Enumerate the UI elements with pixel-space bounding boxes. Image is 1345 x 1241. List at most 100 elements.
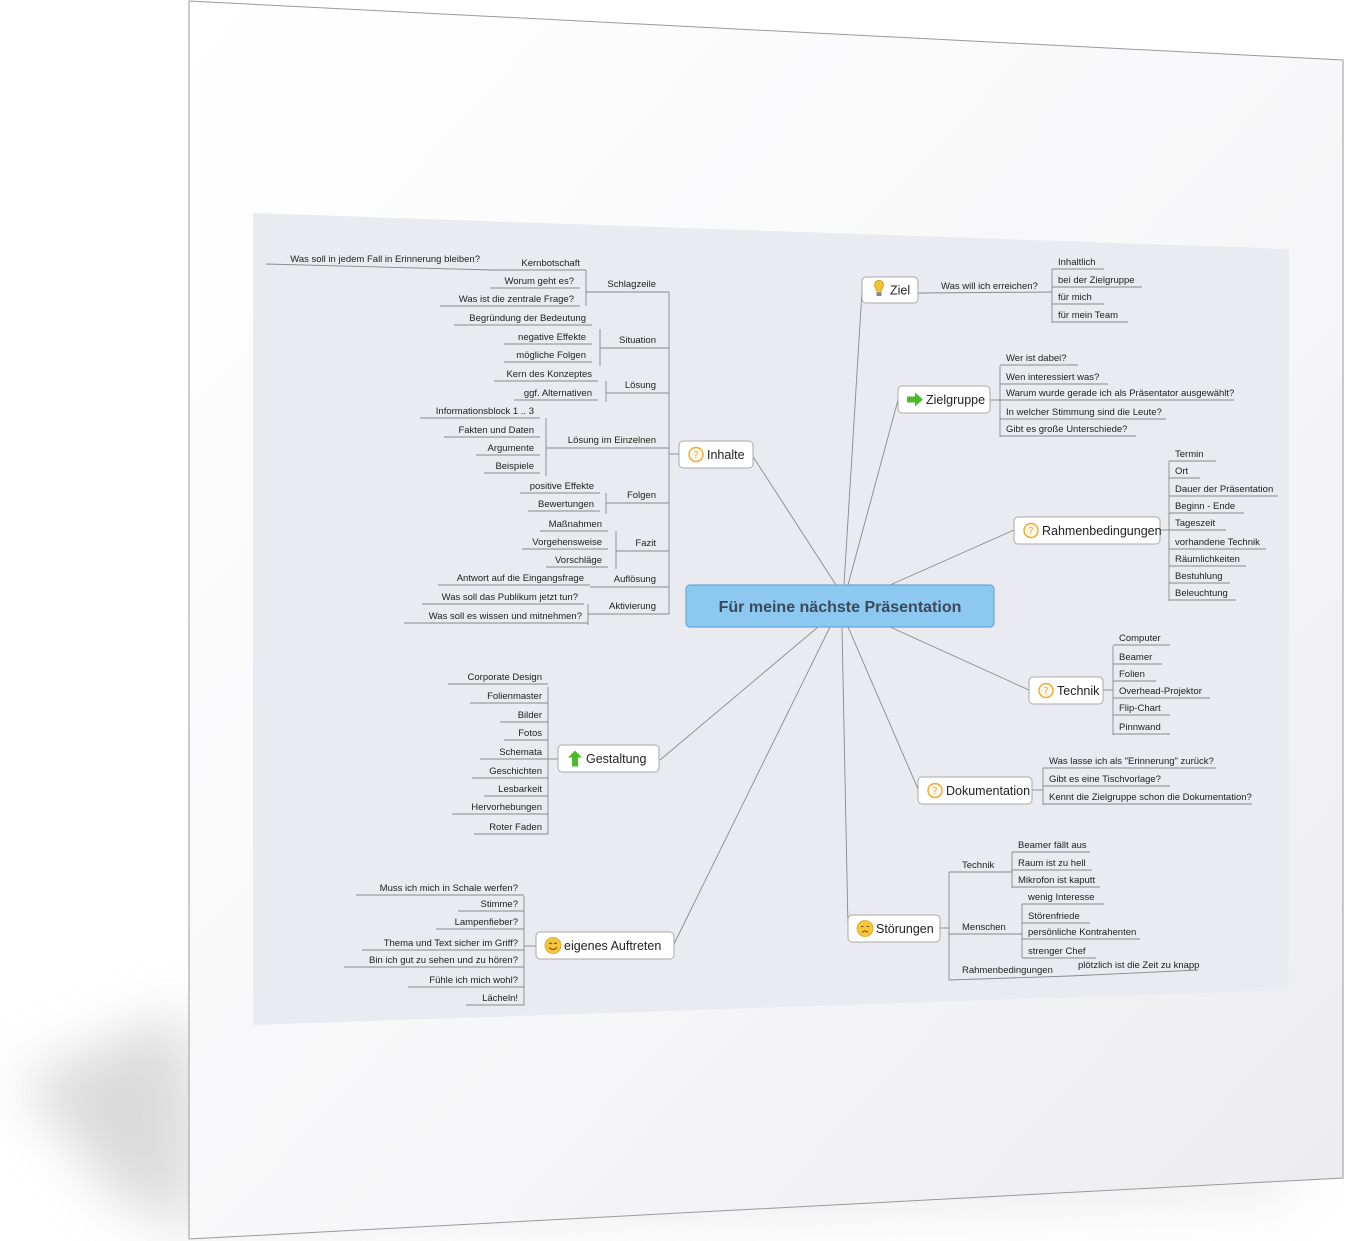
topic-gestaltung-box[interactable] — [557, 744, 660, 773]
leaf-beginn-ende[interactable]: Beginn - Ende — [1175, 501, 1235, 512]
leaf-negative-effekte[interactable]: negative Effekte — [518, 332, 586, 343]
leaf-was-lasse-ich-als-erinnerung-zuruck[interactable]: Was lasse ich als "Erinnerung" zurück? — [1049, 756, 1214, 767]
leaf-corporate-design[interactable]: Corporate Design — [468, 672, 542, 683]
leaf-ggf-alternativen[interactable]: ggf. Alternativen — [524, 388, 592, 399]
topic-inhalte-label[interactable]: Inhalte — [707, 448, 745, 462]
group-stoerung-rahmen[interactable]: Rahmenbedingungen — [962, 965, 1053, 976]
leaf-fur-mein-team[interactable]: für mein Team — [1058, 310, 1118, 321]
leaf-beispiele[interactable]: Beispiele — [495, 461, 534, 472]
leaf-begrundung-der-bedeutung[interactable]: Begründung der Bedeutung — [469, 313, 586, 324]
leaf-positive-effekte[interactable]: positive Effekte — [530, 481, 594, 492]
group-schlagzeile[interactable]: Schlagzeile — [607, 279, 656, 290]
leaf-lampenfieber[interactable]: Lampenfieber? — [455, 917, 518, 928]
leaf-inhaltlich[interactable]: Inhaltlich — [1058, 257, 1096, 268]
leaf-kennt-die-zielgruppe-schon-die-dokumentation[interactable]: Kennt die Zielgruppe schon die Dokumenta… — [1049, 792, 1252, 803]
topic-rahmen-label[interactable]: Rahmenbedingungen — [1042, 524, 1162, 538]
leaf-muss-ich-mich-in-schale-werfen[interactable]: Muss ich mich in Schale werfen? — [380, 883, 518, 894]
leaf-beamer[interactable]: Beamer — [1119, 652, 1152, 663]
leaf-was-soll-das-publikum-jetzt-tun[interactable]: Was soll das Publikum jetzt tun? — [442, 592, 578, 603]
leaf-raum-ist-zu-hell[interactable]: Raum ist zu hell — [1018, 858, 1086, 869]
topic-zielgruppe-box[interactable] — [897, 385, 991, 414]
leaf-wer-ist-dabei[interactable]: Wer ist dabei? — [1006, 353, 1067, 364]
leaf-beleuchtung[interactable]: Beleuchtung — [1175, 588, 1228, 599]
leaf-bin-ich-gut-zu-sehen-und-zu-horen[interactable]: Bin ich gut zu sehen und zu hören? — [369, 955, 518, 966]
topic-zielgruppe-label[interactable]: Zielgruppe — [926, 393, 985, 407]
leaf-kern-des-konzeptes[interactable]: Kern des Konzeptes — [506, 369, 592, 380]
group-situation[interactable]: Situation — [619, 335, 656, 346]
leaf-computer[interactable]: Computer — [1119, 633, 1161, 644]
topic-doku-label[interactable]: Dokumentation — [946, 784, 1030, 798]
leaf-schemata[interactable]: Schemata — [499, 747, 542, 758]
leaf-gibt-es-gro-e-unterschiede[interactable]: Gibt es große Unterschiede? — [1006, 424, 1127, 435]
group-stoerung-technik[interactable]: Technik — [962, 860, 994, 871]
leaf-wen-interessiert-was[interactable]: Wen interessiert was? — [1006, 372, 1099, 383]
leaf-folien[interactable]: Folien — [1119, 669, 1145, 680]
leaf-dauer-der-prasentation[interactable]: Dauer der Präsentation — [1175, 484, 1273, 495]
group-stoerung-menschen[interactable]: Menschen — [962, 922, 1006, 933]
leaf-ma-nahmen[interactable]: Maßnahmen — [549, 519, 602, 530]
leaf-raumlichkeiten[interactable]: Räumlichkeiten — [1175, 554, 1240, 565]
topic-technik-label[interactable]: Technik — [1057, 684, 1100, 698]
leaf-roter-faden[interactable]: Roter Faden — [489, 822, 542, 833]
central-topic[interactable] — [685, 584, 995, 628]
leaf-worum-geht-es[interactable]: Worum geht es? — [504, 276, 574, 287]
topic-auftreten-label[interactable]: eigenes Auftreten — [564, 939, 661, 953]
leaf-hervorhebungen[interactable]: Hervorhebungen — [471, 802, 542, 813]
leaf-lesbarkeit[interactable]: Lesbarkeit — [498, 784, 542, 795]
leaf-geschichten[interactable]: Geschichten — [489, 766, 542, 777]
leaf-kern-detail[interactable]: Was soll in jedem Fall in Erinnerung ble… — [290, 254, 480, 265]
leaf-bei-der-zielgruppe[interactable]: bei der Zielgruppe — [1058, 275, 1135, 286]
topic-ziel-label[interactable]: Ziel — [890, 284, 910, 298]
leaf-argumente[interactable]: Argumente — [488, 443, 534, 454]
leaf-beamer-fallt-aus[interactable]: Beamer fällt aus — [1018, 840, 1087, 851]
leaf-flip-chart[interactable]: Flip-Chart — [1119, 703, 1161, 714]
leaf-personliche-kontrahenten[interactable]: persönliche Kontrahenten — [1028, 927, 1136, 938]
leaf-overhead-projektor[interactable]: Overhead-Projektor — [1119, 686, 1202, 697]
leaf-lacheln[interactable]: Lächeln! — [482, 993, 518, 1004]
leaf-vorhandene-technik[interactable]: vorhandene Technik — [1175, 537, 1260, 548]
topic-stoerungen-label[interactable]: Störungen — [876, 922, 934, 936]
leaf-antwort-auf-die-eingangsfrage[interactable]: Antwort auf die Eingangsfrage — [457, 573, 584, 584]
leaf-ort[interactable]: Ort — [1175, 466, 1189, 477]
leaf-tageszeit[interactable]: Tageszeit — [1175, 518, 1215, 529]
group-aktivierung[interactable]: Aktivierung — [609, 601, 656, 612]
leaf-zeit-knapp[interactable]: plötzlich ist die Zeit zu knapp — [1078, 960, 1199, 971]
leaf-folienmaster[interactable]: Folienmaster — [487, 691, 542, 702]
group-fazit[interactable]: Fazit — [635, 538, 656, 549]
leaf-kernbotschaft[interactable]: Kernbotschaft — [521, 258, 580, 269]
ziel-sub[interactable]: Was will ich erreichen? — [941, 281, 1038, 292]
leaf-mogliche-folgen[interactable]: mögliche Folgen — [516, 350, 586, 361]
leaf-bestuhlung[interactable]: Bestuhlung — [1175, 571, 1223, 582]
leaf-bewertungen[interactable]: Bewertungen — [538, 499, 594, 510]
leaf-stimme[interactable]: Stimme? — [481, 899, 518, 910]
leaf-was-soll-es-wissen-und-mitnehmen[interactable]: Was soll es wissen und mitnehmen? — [429, 611, 582, 622]
leaf-fuhle-ich-mich-wohl[interactable]: Fühle ich mich wohl? — [429, 975, 518, 986]
topic-doku-box[interactable] — [917, 776, 1033, 805]
leaf-in-welcher-stimmung-sind-die-leute[interactable]: In welcher Stimmung sind die Leute? — [1006, 407, 1162, 418]
leaf-was-ist-die-zentrale-frage[interactable]: Was ist die zentrale Frage? — [459, 294, 574, 305]
leaf-fakten-und-daten[interactable]: Fakten und Daten — [458, 425, 534, 436]
leaf-fur-mich[interactable]: für mich — [1058, 292, 1092, 303]
group-auflosung[interactable]: Auflösung — [614, 574, 656, 585]
leaf-pinnwand[interactable]: Pinnwand — [1119, 722, 1161, 733]
topic-stoerungen-box[interactable] — [847, 914, 941, 943]
group-losung[interactable]: Lösung — [625, 380, 656, 391]
leaf-gibt-es-eine-tischvorlage[interactable]: Gibt es eine Tischvorlage? — [1049, 774, 1161, 785]
leaf-informationsblock-1-3[interactable]: Informationsblock 1 .. 3 — [436, 406, 534, 417]
leaf-strenger-chef[interactable]: strenger Chef — [1028, 946, 1086, 957]
leaf-wenig-interesse[interactable]: wenig Interesse — [1027, 892, 1095, 903]
leaf-termin[interactable]: Termin — [1175, 449, 1204, 460]
leaf-warum-wurde-gerade-ich-als-prasentator-ausgewahlt[interactable]: Warum wurde gerade ich als Präsentator a… — [1006, 388, 1234, 399]
leaf-vorschlage[interactable]: Vorschläge — [555, 555, 602, 566]
leaf-vorgehensweise[interactable]: Vorgehensweise — [532, 537, 602, 548]
leaf-bilder[interactable]: Bilder — [518, 710, 542, 721]
leaf-fotos[interactable]: Fotos — [518, 728, 542, 739]
leaf-storenfriede[interactable]: Störenfriede — [1028, 911, 1080, 922]
central-topic-label[interactable]: Für meine nächste Präsentation — [719, 599, 962, 616]
leaf-mikrofon-ist-kaputt[interactable]: Mikrofon ist kaputt — [1018, 875, 1095, 886]
topic-gestaltung-label[interactable]: Gestaltung — [586, 752, 647, 766]
leaf-thema-und-text-sicher-im-griff[interactable]: Thema und Text sicher im Griff? — [384, 938, 518, 949]
topic-auftreten-box[interactable] — [535, 931, 675, 960]
group-folgen[interactable]: Folgen — [627, 490, 656, 501]
group-losung-im-einzelnen[interactable]: Lösung im Einzelnen — [568, 435, 656, 446]
